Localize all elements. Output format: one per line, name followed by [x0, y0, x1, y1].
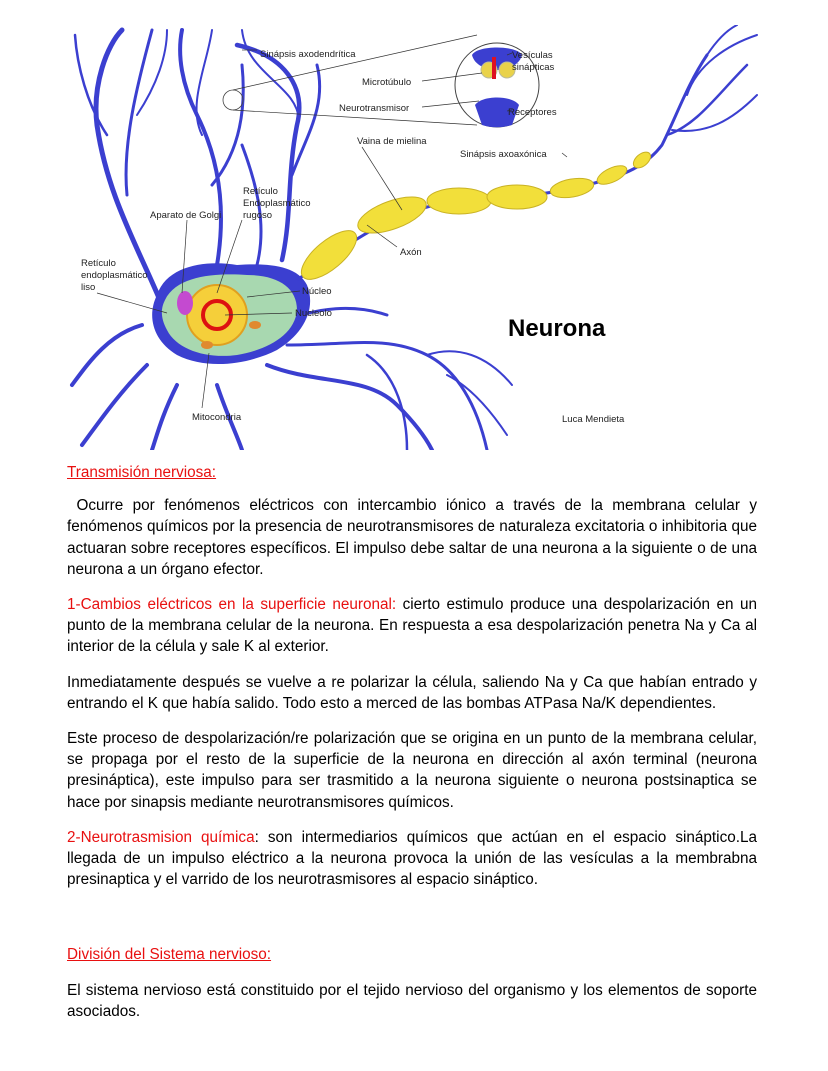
label-reticulo-rugoso-3: rugoso [243, 210, 272, 221]
label-reticulo-rugoso-1: Retículo [243, 186, 278, 197]
figure-title: Neurona [508, 315, 606, 342]
document-body: Transmisión nerviosa: Ocurre por fenómen… [67, 462, 757, 1022]
dendrites [70, 27, 513, 450]
label-nucleolo: Nucleolo [295, 308, 332, 319]
label-neurotransmisor: Neurotransmisor [339, 103, 409, 114]
paragraph-division: El sistema nervioso está constituido por… [67, 981, 757, 1020]
paragraph-text-cambios: cierto estimulo produce una despolarizac… [67, 596, 757, 656]
label-sinapsis-axoaxonica: Sinápsis axoaxónica [460, 149, 547, 160]
label-receptores: Receptores [508, 107, 557, 118]
label-reticulo-rugoso-2: Endoplasmático [243, 198, 311, 209]
label-sinapsis-axodendritica: Sinápsis axodendrítica [260, 49, 356, 60]
paragraph-propagacion: Este proceso de despolarización/re polar… [67, 730, 757, 811]
label-microtubulo: Microtúbulo [362, 77, 411, 88]
neuron-figure: Sinápsis axodendrítica Microtúbulo Neuro… [67, 25, 759, 450]
paragraph-intro: Ocurre por fenómenos eléctricos con inte… [67, 497, 758, 578]
paragraph-cambios-electricos: 1-Cambios eléctricos en la superficie ne… [67, 594, 757, 658]
label-mitocondria: Mitocondria [192, 412, 242, 423]
section-heading-transmision: Transmisión nerviosa: [67, 464, 217, 481]
label-axon: Axón [400, 247, 422, 258]
label-vesiculas-2: sinápticas [512, 62, 554, 73]
label-reticulo-liso-2: endoplasmático [81, 270, 148, 281]
label-nucleo: Núcleo [302, 286, 332, 297]
paragraph-text-neurotrasmision: : son intermediarios químicos que actúan… [67, 828, 757, 889]
label-reticulo-liso-1: Retículo [81, 258, 116, 269]
paragraph-label-cambios: 1-Cambios eléctricos en la superficie ne… [67, 596, 397, 614]
axon [296, 144, 664, 282]
figure-credit: Luca Mendieta [562, 414, 625, 425]
axon-terminals [660, 25, 758, 147]
paragraph-neurotrasmision: 2-Neurotrasmision química: son intermedi… [67, 827, 757, 891]
label-vaina-mielina: Vaina de mielina [357, 136, 427, 147]
synapse-inset [222, 34, 540, 128]
neuron-diagram: Sinápsis axodendrítica Microtúbulo Neuro… [70, 25, 758, 450]
label-vesiculas: Vesículas [512, 50, 553, 61]
paragraph-repolarizacion: Inmediatamente después se vuelve a re po… [67, 673, 757, 712]
label-aparato-golgi: Aparato de Golgi [150, 210, 221, 221]
section-heading-division: División del Sistema nervioso: [67, 946, 272, 964]
label-reticulo-liso-3: liso [81, 282, 95, 293]
paragraph-label-neurotrasmision: 2-Neurotrasmision química [67, 828, 255, 846]
